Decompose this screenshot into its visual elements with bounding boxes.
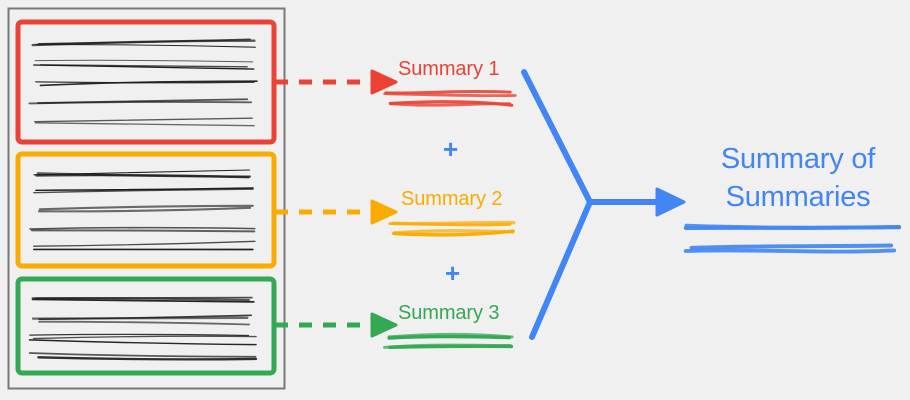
summary-squiggle-lines xyxy=(383,89,902,349)
final-label-line-1: Summary of xyxy=(720,143,876,175)
document-text-lines xyxy=(28,38,258,361)
source-documents-panel xyxy=(7,7,286,390)
summary-2-label: Summary 2 xyxy=(401,188,503,210)
plus-operator-1: + xyxy=(443,134,459,164)
plus-operator-2: + xyxy=(445,258,461,288)
merge-arrow xyxy=(521,69,686,340)
summary-1-label: Summary 1 xyxy=(398,58,500,80)
document-group-boxes xyxy=(15,19,277,376)
summary-of-summaries-label: Summary of Summaries xyxy=(700,140,896,217)
summary-3-label: Summary 3 xyxy=(398,302,500,324)
final-label-line-2: Summaries xyxy=(725,181,871,214)
dashed-arrows xyxy=(275,69,398,338)
